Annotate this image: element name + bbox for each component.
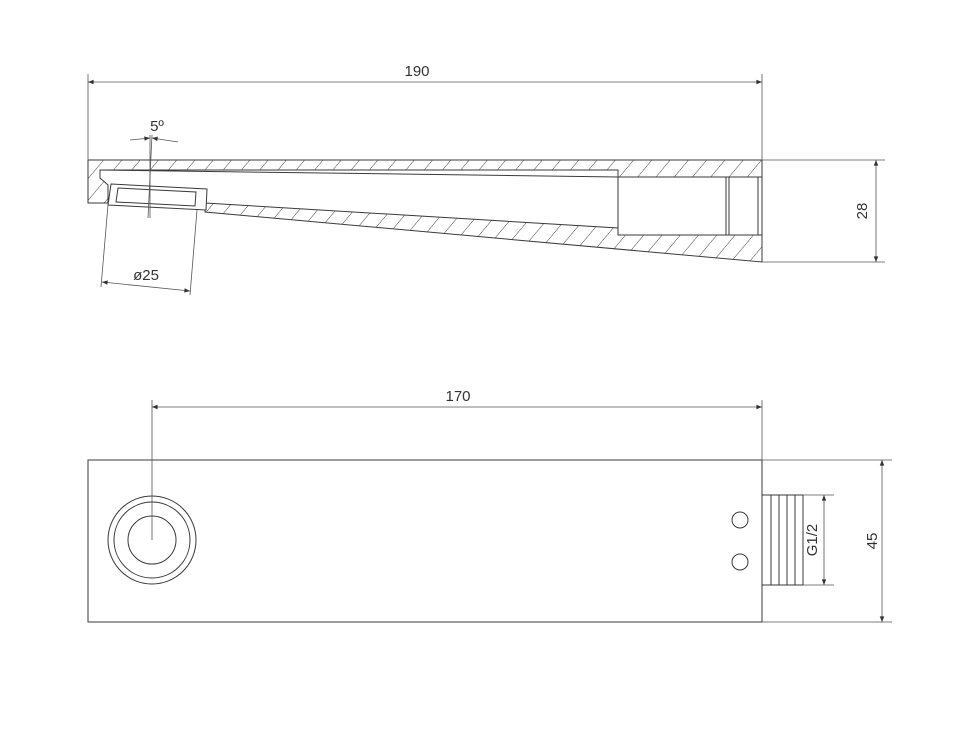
plan-length-dimension-label: 170 (445, 388, 470, 405)
thread-connection (761, 494, 804, 586)
screw-hole (731, 553, 749, 571)
thread-dimension-label: G1/2 (804, 524, 821, 557)
section-view: 190 28 5º ø25 (87, 63, 885, 296)
height-dimension-label: 28 (854, 203, 871, 220)
diameter-dimension-label: ø25 (133, 267, 159, 284)
channel-top (99, 169, 619, 178)
length-dimension-label: 190 (404, 63, 429, 80)
outlet-nozzle-inner (115, 187, 197, 207)
width-dimension-label: 45 (864, 533, 881, 550)
outlet-nozzle (107, 183, 208, 211)
plan-view: G1/2 170 45 (87, 388, 892, 623)
angle-dimension-label: 5º (150, 118, 164, 135)
inner-cavity (617, 176, 763, 236)
diameter-dimension-line (101, 280, 191, 293)
spout-body (87, 459, 763, 623)
screw-hole (731, 511, 749, 529)
